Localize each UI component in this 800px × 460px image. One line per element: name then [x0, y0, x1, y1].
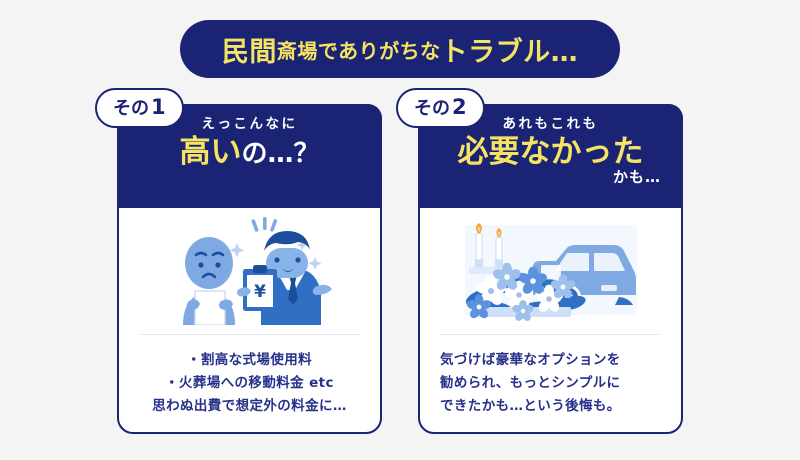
sparkle-small-icon [229, 240, 321, 270]
card-2-title-highlight: 必要なかった [457, 133, 644, 170]
header-banner: 民間斎場でありがちなトラブル… [179, 20, 621, 78]
card-2-divider [440, 334, 661, 335]
trouble-card-1[interactable]: その1 えっこんなに 高いの…？ [95, 88, 382, 434]
card-badge-2-number: 2 [452, 95, 467, 119]
flower-arrangement [465, 262, 586, 321]
worried-person-and-salesman-illustration: ¥ [133, 214, 366, 326]
worried-person-figure [182, 237, 235, 325]
card-2-body: 気づけば豪華なオプションを 勧められ、もっとシンプルに できたかも…という後悔も… [420, 208, 681, 430]
blossom-group [466, 262, 575, 321]
card-badge-1-label: その [113, 98, 149, 119]
yen-symbol: ¥ [254, 282, 266, 302]
card-2-subtitle: あれもこれも [502, 116, 599, 132]
illustration-2-svg [464, 223, 637, 321]
card-badge-2: その2 [396, 88, 485, 128]
salesman-figure: ¥ [236, 231, 332, 325]
trouble-card-2[interactable]: その2 あれもこれも 必要なかった かも… [396, 88, 683, 434]
header-banner-container: 民間斎場でありがちなトラブル… [0, 20, 800, 78]
card-1-subtitle: えっこんなに [201, 116, 298, 132]
cards-row: その1 えっこんなに 高いの…？ [0, 88, 800, 434]
card-2-title: 必要なかった [432, 133, 669, 171]
illustration-1-svg: ¥ [182, 217, 332, 325]
card-1-divider [139, 334, 360, 335]
card-1-title-suffix: の…？ [241, 138, 320, 169]
card-1-title-highlight: 高い [179, 133, 242, 170]
card-1-body: ¥ [119, 208, 380, 430]
card-badge-1: その1 [95, 88, 184, 128]
card-badge-2-label: その [414, 98, 450, 119]
sparkle-burst-icon [251, 217, 277, 232]
banner-text-part3: トラブル… [440, 36, 579, 68]
candles-flowers-hearse-illustration [434, 214, 667, 326]
card-1-description: ・割高な式場使用料 ・火葬場への移動料金 etc 思わぬ出費で想定外の料金に… [152, 352, 347, 415]
card-2-description: 気づけば豪華なオプションを 勧められ、もっとシンプルに できたかも…という後悔も… [440, 352, 621, 415]
banner-text-part1: 民間 [221, 36, 277, 68]
card-2-title-tail: かも… [612, 167, 661, 186]
card-badge-1-number: 1 [151, 95, 166, 119]
card-1-title: 高いの…？ [131, 133, 368, 171]
candles-figure [468, 223, 511, 274]
card-2-header: あれもこれも 必要なかった かも… [418, 104, 683, 208]
banner-text-part2: 斎場でありがちな [276, 38, 441, 63]
